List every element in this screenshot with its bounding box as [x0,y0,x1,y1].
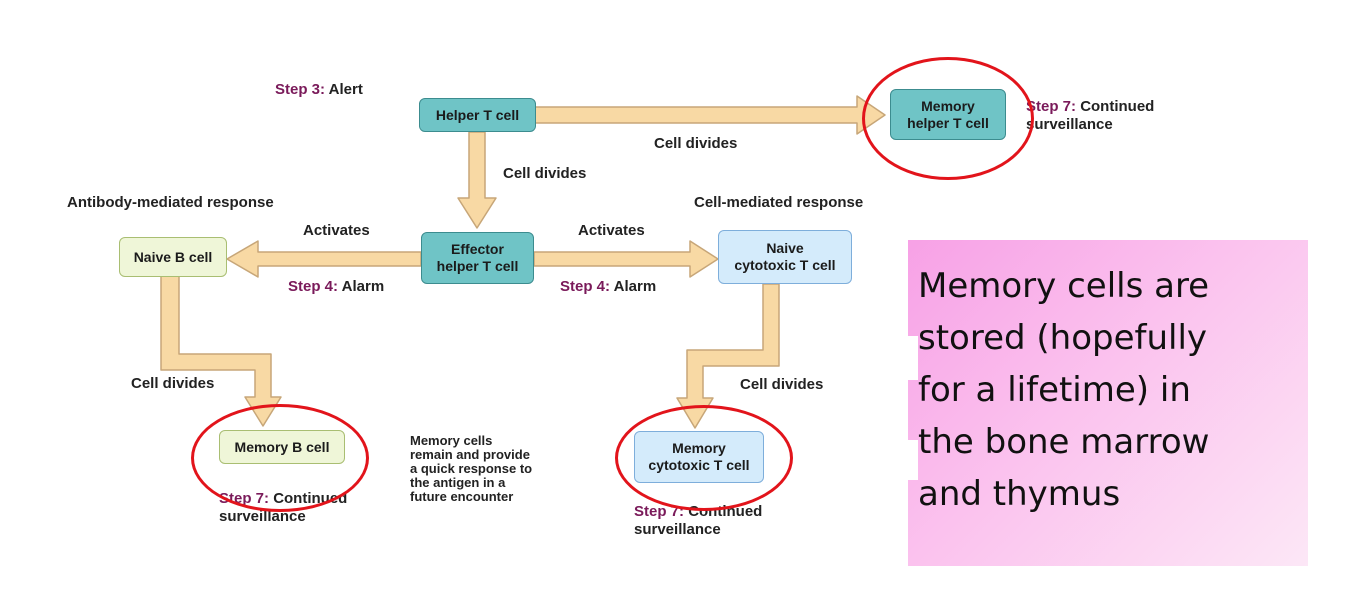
naive-b-label: Naive B cell [133,248,213,265]
naive-cyto-line2: cytotoxic T cell [734,257,836,273]
cell-divides-mid-label: Cell divides [503,165,587,182]
naive-cytotoxic-t-cell: Naive cytotoxic T cell [718,230,852,284]
arrow-helper-to-memory [534,95,886,135]
naive-b-cell: Naive B cell [119,237,227,277]
cell-divides-top-label: Cell divides [654,135,738,152]
callout-line-1: Memory cells are [918,266,1210,306]
arrow-effector-to-naive-cyto [533,240,719,278]
highlight-ring-memory-b [191,404,369,512]
antibody-response-heading: Antibody-mediated response [67,194,274,211]
callout-line-3: for a lifetime) in [918,370,1191,410]
naive-cyto-line1: Naive [766,240,804,256]
arrow-naive-b-to-memory-b [160,275,282,427]
effector-line2: helper T cell [436,258,519,274]
callout-line-4: the bone marrow [918,422,1210,462]
activates-right-label: Activates [578,222,645,239]
arrow-helper-to-effector [457,131,497,229]
highlight-ring-memory-helper [862,57,1034,180]
step4-right-label: Step 4: Alarm [560,278,657,295]
step7-helper-label: Step 7: Continued surveillance [1026,98,1155,133]
callout-text: Memory cells are stored (hopefully for a… [918,260,1308,520]
cell-divides-left-label: Cell divides [131,375,215,392]
step4-left-label: Step 4: Alarm [288,278,385,295]
effector-line1: Effector [451,241,504,257]
arrow-effector-to-naive-b [226,240,422,278]
callout-line-5: and thymus [918,474,1121,514]
cell-response-heading: Cell-mediated response [694,194,864,211]
highlight-ring-memory-cyto [615,405,793,511]
activates-left-label: Activates [303,222,370,239]
callout-box [908,240,1308,566]
helper-t-cell: Helper T cell [419,98,536,132]
effector-helper-t-cell: Effector helper T cell [421,232,534,284]
cell-divides-right-label: Cell divides [740,376,824,393]
helper-t-cell-label: Helper T cell [435,106,520,123]
memory-note: Memory cells remain and provide a quick … [410,433,533,504]
callout-line-2: stored (hopefully [918,318,1208,358]
step3-label: Step 3: Alert [275,81,363,98]
